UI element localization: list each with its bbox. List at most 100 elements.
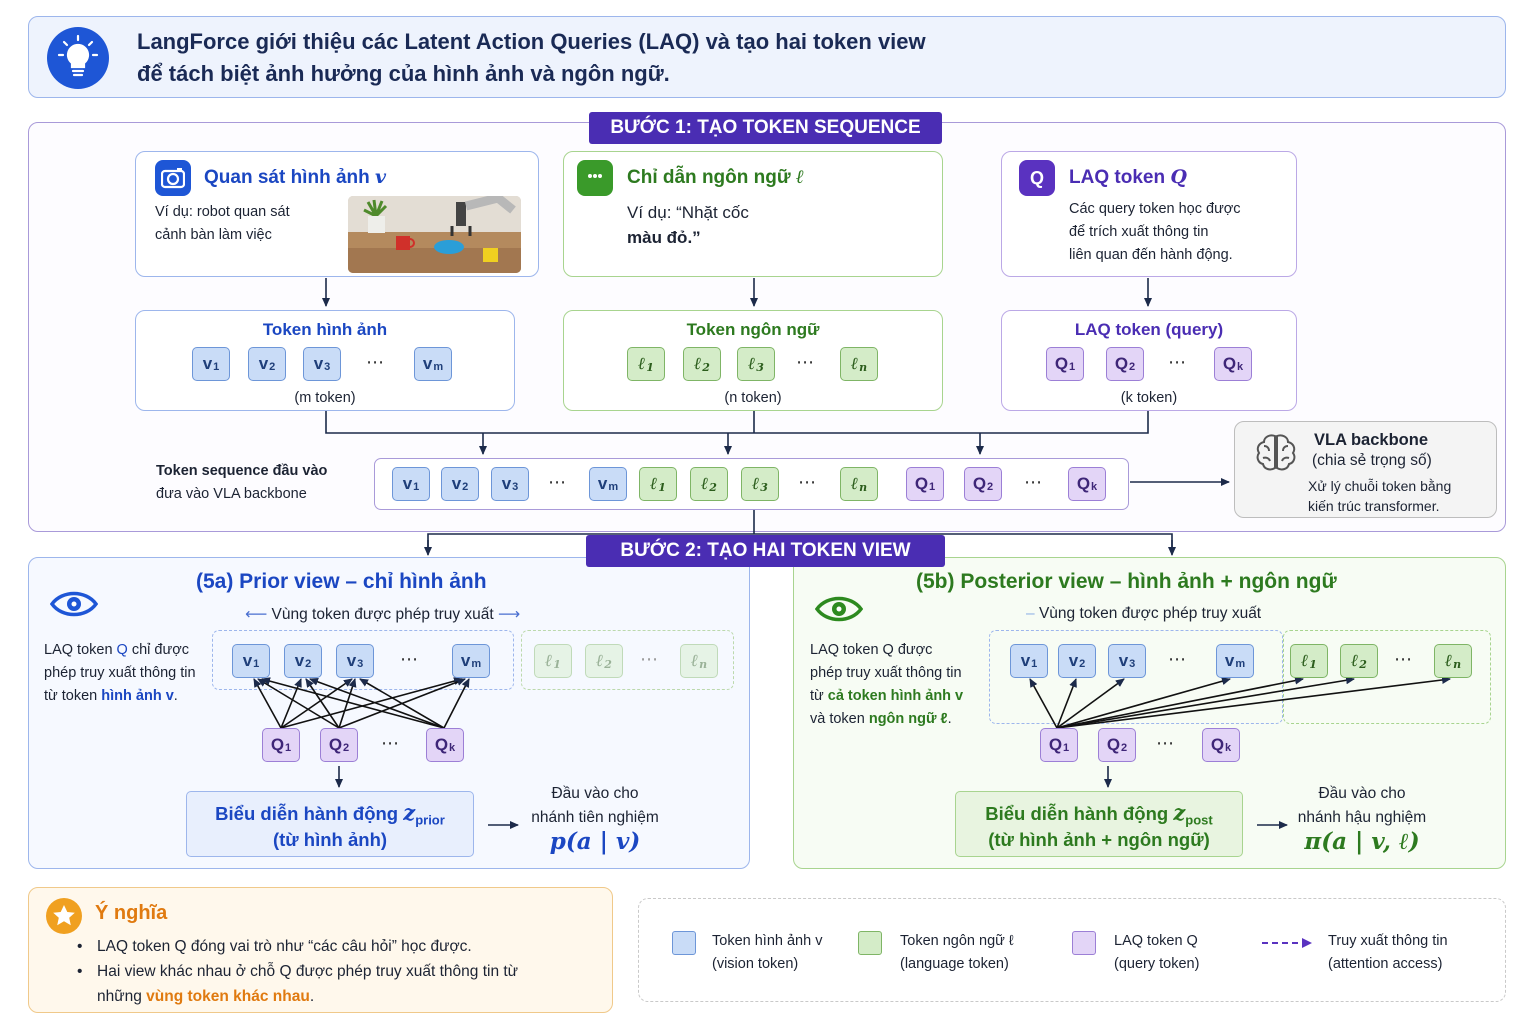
image-token-1: v1: [192, 347, 230, 381]
prior-view-title: (5a) Prior view – chỉ hình ảnh: [196, 570, 487, 594]
legend-attention: Truy xuất thông tin (attention access): [1328, 930, 1448, 976]
vla-backbone-desc-1: Xử lý chuỗi token bằng: [1308, 476, 1451, 496]
star-icon: [46, 898, 82, 934]
posterior-laq-token-2: Q2: [1098, 728, 1136, 762]
header-line-2: để tách biệt ảnh hưởng của hình ảnh và n…: [137, 61, 670, 87]
header-panel: LangForce giới thiệu các Latent Action Q…: [28, 16, 1506, 98]
prior-desc-2: phép truy xuất thông tin: [44, 662, 196, 685]
l-symbol: ℓ: [796, 166, 804, 188]
q-letter-icon: Q: [1019, 160, 1055, 196]
eye-icon: [50, 588, 98, 625]
brain-icon: [1253, 432, 1299, 479]
step2-banner: BƯỚC 2: TẠO HAI TOKEN VIEW: [586, 535, 945, 567]
posterior-representation-line-1: Biểu diễn hành động zpost: [956, 800, 1242, 828]
seq-image-ellipsis: ⋯: [548, 472, 568, 493]
seq-laq-token-1: Q1: [906, 467, 944, 501]
laq-token-box: Q LAQ token Q Các query token học được đ…: [1001, 151, 1297, 277]
prior-language-ellipsis: ⋯: [640, 649, 660, 670]
posterior-representation-line-2: (từ hình ảnh + ngôn ngữ): [956, 829, 1242, 851]
q-symbol: Q: [1170, 166, 1187, 188]
image-tokens-title: Token hình ảnh: [136, 320, 514, 340]
vla-backbone-title: VLA backbone: [1314, 431, 1428, 450]
legend-language-label: Token ngôn ngữ ℓ: [900, 930, 1014, 953]
legend-swatch-laq: [1072, 931, 1096, 955]
language-tokens-ellipsis: ⋯: [796, 352, 816, 373]
language-instruction-title-text: Chỉ dẫn ngôn ngữ: [627, 167, 791, 188]
legend-laq-label: LAQ token Q: [1114, 930, 1199, 953]
laq-token-title-text: LAQ token: [1069, 167, 1165, 188]
step1-banner: BƯỚC 1: TẠO TOKEN SEQUENCE: [589, 112, 942, 144]
prior-formula: p(a | v): [520, 828, 670, 855]
laq-tokens-count: (k token): [1002, 387, 1296, 410]
prior-desc: LAQ token Q chỉ được phép truy xuất thôn…: [44, 639, 196, 708]
prior-image-ellipsis: ⋯: [400, 649, 420, 670]
meaning-bullets: •LAQ token Q đóng vai trò như “các câu h…: [77, 934, 597, 1009]
meaning-bullet-2: •Hai view khác nhau ở chỗ Q được phép tr…: [77, 959, 597, 1009]
legend-attention-sub: (attention access): [1328, 953, 1448, 976]
language-instruction-desc-1: Ví dụ: “Nhặt cốc: [627, 200, 749, 225]
posterior-desc: LAQ token Q được phép truy xuất thông ti…: [810, 639, 963, 731]
legend-image-sub: (vision token): [712, 953, 822, 976]
prior-laq-token-2: Q2: [320, 728, 358, 762]
posterior-formula: π(a | v, ℓ): [1282, 828, 1442, 855]
seq-language-ellipsis: ⋯: [798, 472, 818, 493]
posterior-language-token-n: ℓn: [1434, 644, 1472, 678]
camera-icon: [155, 160, 191, 196]
posterior-region-label: – Vùng token được phép truy xuất: [1026, 605, 1261, 623]
language-instruction-title: Chỉ dẫn ngôn ngữ ℓ: [627, 166, 804, 189]
image-tokens-count: (m token): [136, 387, 514, 410]
prior-language-token-2-blocked: ℓ2: [585, 644, 623, 678]
prior-output-label-2: nhánh tiên nghiệm: [520, 806, 670, 830]
legend-laq-sub: (query token): [1114, 953, 1199, 976]
posterior-view-title: (5b) Posterior view – hình ảnh + ngôn ng…: [916, 570, 1337, 594]
posterior-representation-box: Biểu diễn hành động zpost (từ hình ảnh +…: [955, 791, 1243, 857]
image-observation-desc-2: cảnh bàn làm việc: [155, 224, 290, 247]
chat-icon: [577, 160, 613, 196]
posterior-output-label-1: Đầu vào cho: [1287, 782, 1437, 806]
image-observation-desc: Ví dụ: robot quan sát cảnh bàn làm việc: [155, 201, 290, 247]
legend-swatch-image: [672, 931, 696, 955]
image-observation-title: Quan sát hình ảnh v: [204, 166, 386, 189]
vla-backbone-desc-2: kiến trúc transformer.: [1308, 496, 1451, 516]
language-tokens-title: Token ngôn ngữ: [564, 320, 942, 340]
posterior-image-ellipsis: ⋯: [1168, 649, 1188, 670]
image-observation-desc-1: Ví dụ: robot quan sát: [155, 201, 290, 224]
sequence-label: Token sequence đầu vào đưa vào VLA backb…: [156, 460, 327, 506]
prior-output-label-1: Đầu vào cho: [520, 782, 670, 806]
legend-swatch-language: [858, 931, 882, 955]
prior-desc-3: từ token hình ảnh v.: [44, 685, 196, 708]
meaning-bullet-1: •LAQ token Q đóng vai trò như “các câu h…: [77, 934, 597, 959]
language-instruction-desc: Ví dụ: “Nhặt cốc màu đỏ.”: [627, 200, 749, 250]
lightbulb-icon: [47, 27, 109, 89]
language-tokens-count: (n token): [564, 387, 942, 410]
posterior-region-label-text: Vùng token được phép truy xuất: [1039, 605, 1261, 622]
laq-token-desc-2: để trích xuất thông tin: [1069, 221, 1241, 244]
vla-backbone-sub: (chia sẻ trọng số): [1312, 452, 1432, 470]
laq-token-desc-3: liên quan đến hành động.: [1069, 244, 1241, 267]
vla-backbone-box: VLA backbone (chia sẻ trọng số) Xử lý ch…: [1234, 421, 1497, 518]
posterior-desc-1: LAQ token Q được: [810, 639, 963, 662]
laq-token-2: Q2: [1106, 347, 1144, 381]
posterior-desc-4: và token ngôn ngữ ℓ.: [810, 708, 963, 731]
posterior-desc-2: phép truy xuất thông tin: [810, 662, 963, 685]
laq-token-desc-1: Các query token học được: [1069, 198, 1241, 221]
laq-token-desc: Các query token học được để trích xuất t…: [1069, 198, 1241, 267]
robot-scene-image: [348, 196, 521, 273]
